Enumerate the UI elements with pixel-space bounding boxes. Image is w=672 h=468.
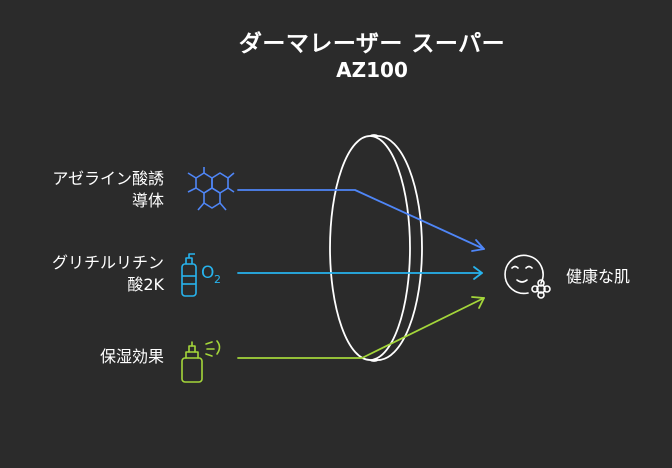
input-label-moisture-line1: 保湿効果 xyxy=(99,347,164,366)
oxygen-subscript: 2 xyxy=(214,273,221,286)
input-label-azelaic-line1: アゼライン酸誘 xyxy=(52,169,164,188)
healthy-face-icon xyxy=(504,254,551,299)
diagram-subtitle: AZ100 xyxy=(336,58,408,82)
oxygen-canister-icon xyxy=(181,253,197,297)
arrow-azelaic-head xyxy=(471,239,485,252)
diagram-title: ダーマレーザー スーパー xyxy=(238,31,506,57)
lens-front xyxy=(329,135,411,361)
lens xyxy=(329,134,423,362)
arrow-glycyrrhizin-head xyxy=(473,266,483,280)
lens-rim-bottom xyxy=(369,359,379,362)
input-label-moisture: 保湿効果 xyxy=(100,346,164,368)
arrow-moisture-head xyxy=(471,296,485,309)
output-label: 健康な肌 xyxy=(566,267,631,286)
input-label-glycyrrhizin-line1: グリチルリチン xyxy=(51,253,164,272)
lens-rim-top xyxy=(369,134,379,137)
input-label-glycyrrhizin: グリチルリチン 酸2K xyxy=(52,252,164,296)
spray-bottle-icon xyxy=(181,340,221,383)
input-label-azelaic: アゼライン酸誘 導体 xyxy=(52,168,164,212)
input-label-azelaic-line2: 導体 xyxy=(131,191,164,210)
arrow-azelaic xyxy=(237,189,485,250)
oxygen-symbol: O xyxy=(201,263,214,283)
arrow-moisture xyxy=(237,297,485,359)
input-label-glycyrrhizin-line2: 酸2K xyxy=(127,275,164,294)
molecule-icon xyxy=(187,167,235,211)
